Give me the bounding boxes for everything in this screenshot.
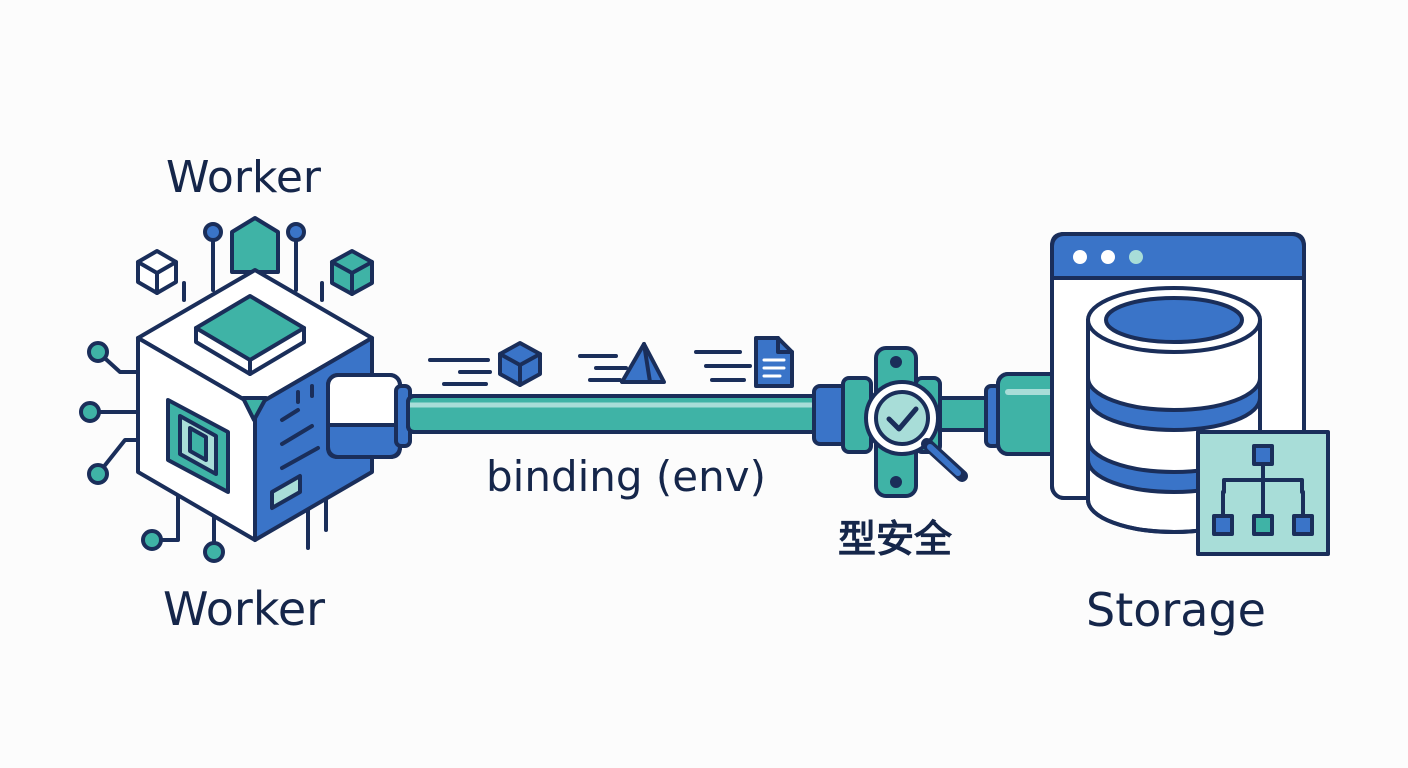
type-safe-label: 型安全 — [838, 517, 953, 561]
binding-pipe — [326, 372, 1097, 496]
type-safety-valve — [812, 346, 968, 498]
payload-icons — [428, 336, 794, 388]
worker-icon — [79, 216, 374, 563]
worker-label-top: Worker — [166, 152, 322, 203]
worker-label-bottom: Worker — [163, 582, 326, 636]
storage-icon — [1050, 232, 1330, 556]
binding-label: binding (env) — [486, 452, 766, 501]
storage-label: Storage — [1086, 583, 1266, 637]
